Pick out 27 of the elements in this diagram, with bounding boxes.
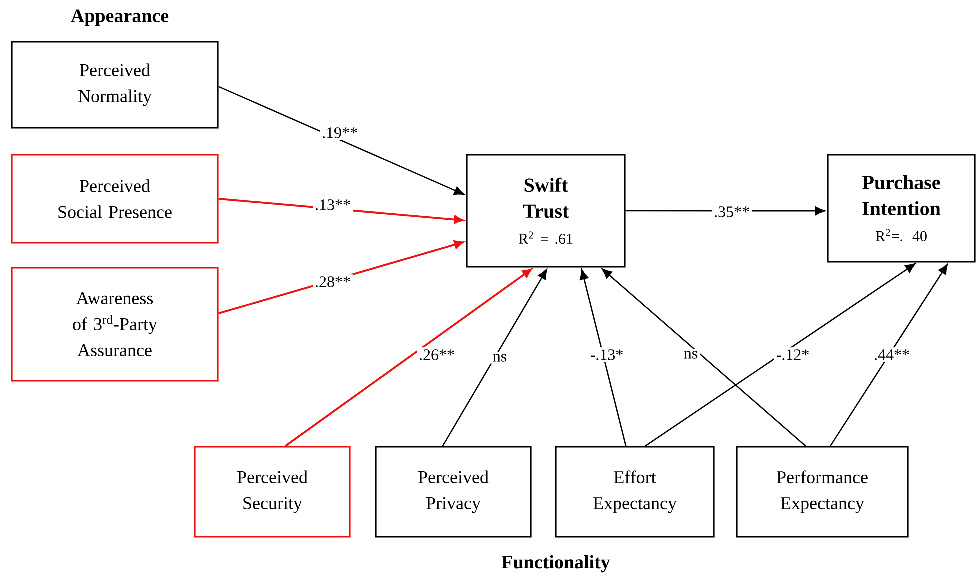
- edge-label: ns: [490, 352, 510, 364]
- arrow: [442, 269, 548, 447]
- edge-label: .35**: [712, 204, 752, 220]
- construct-box: Awareness of 3$^{rd}$-Party Assurance: [11, 267, 219, 382]
- construct-box: Perceived Security: [194, 446, 351, 538]
- edge-label: -.13*: [588, 348, 626, 362]
- edge-label: .26**: [417, 348, 457, 362]
- construct-box: Perceived Normality: [11, 41, 219, 129]
- construct-box: Swift Trust R$^{2}$ = .61: [466, 154, 626, 268]
- group-heading: Functionality: [502, 555, 610, 573]
- arrow: [645, 264, 916, 447]
- edge-label: .13**: [313, 198, 353, 212]
- arrow: [602, 268, 806, 447]
- arrow: [218, 86, 465, 196]
- construct-box: Effort Expectancy: [555, 446, 715, 538]
- construct-box: Perceived Social Presence: [11, 154, 219, 244]
- edge-label: -.12*: [774, 348, 812, 362]
- edge-label: .28**: [313, 274, 353, 290]
- construct-box: Purchase Intention R$^{2}$=. 40: [827, 154, 976, 263]
- edge-label: .19**: [320, 126, 360, 140]
- construct-box: Performance Expectancy: [736, 446, 909, 538]
- arrow: [830, 264, 948, 447]
- arrow: [580, 270, 627, 446]
- arrow: [285, 268, 532, 447]
- edge-label: .44**: [872, 348, 912, 362]
- edge-label: ns: [682, 349, 700, 361]
- construct-box: Perceived Privacy: [375, 446, 532, 538]
